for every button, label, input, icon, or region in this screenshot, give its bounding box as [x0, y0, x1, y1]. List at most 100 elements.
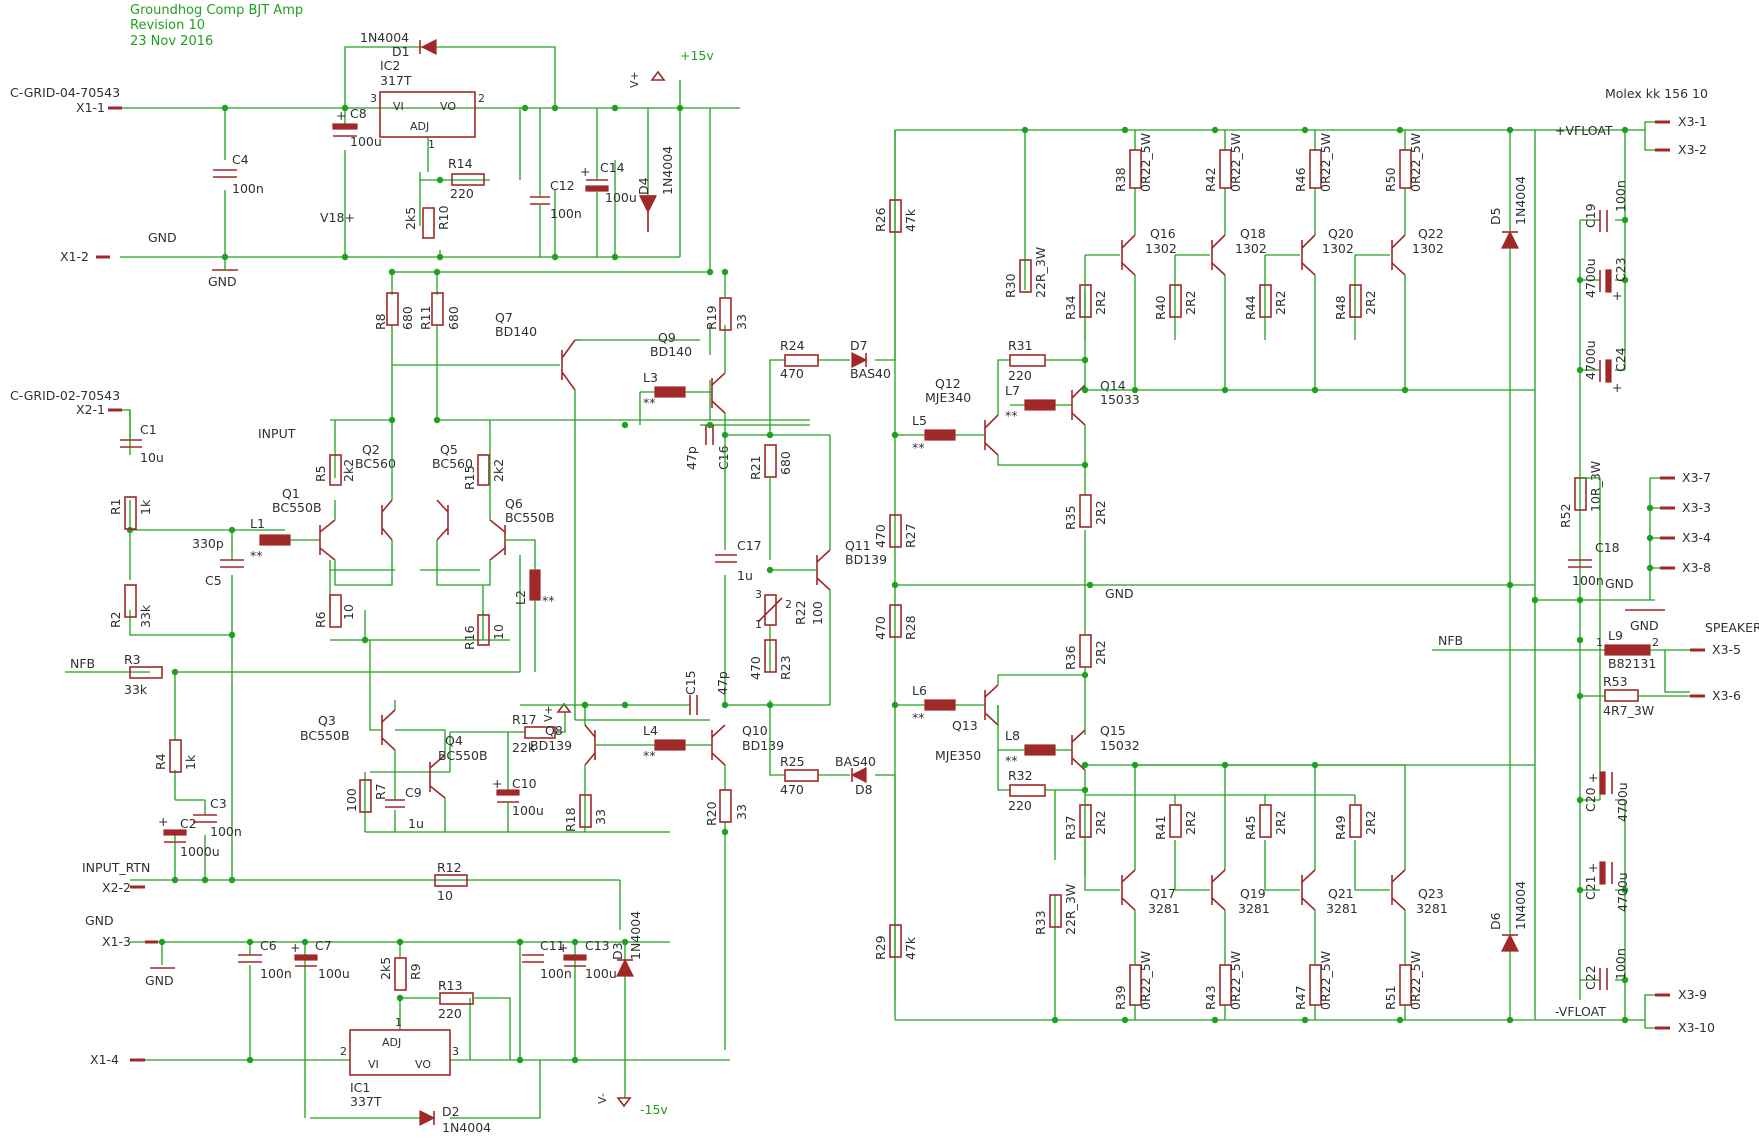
svg-text:100n: 100n	[210, 824, 242, 839]
svg-text:BD139: BD139	[742, 738, 784, 753]
resistor-r36: R36 2R2	[1063, 634, 1108, 670]
svg-text:BD139: BD139	[530, 738, 572, 753]
svg-text:R7: R7	[373, 783, 388, 800]
resistor-r32: R32 220	[1008, 768, 1046, 813]
svg-text:C9: C9	[405, 785, 422, 800]
svg-text:3: 3	[452, 1045, 459, 1058]
svg-text:R50: R50	[1383, 167, 1398, 192]
svg-text:R51: R51	[1383, 985, 1398, 1010]
svg-text:BAS40: BAS40	[850, 366, 891, 381]
regulator-ic2: VI VO ADJ 3 2 1 IC2 317T	[370, 58, 485, 172]
svg-text:3: 3	[370, 92, 377, 105]
svg-text:0R22_5W: 0R22_5W	[1228, 951, 1243, 1010]
vplus-label-1: V+	[628, 71, 641, 88]
capacitor-c3: C3 100n	[193, 796, 242, 839]
svg-text:D2: D2	[442, 1104, 460, 1119]
capacitor-c14: + C14 100u	[580, 108, 637, 257]
svg-text:+: +	[580, 164, 590, 179]
svg-text:+: +	[1612, 288, 1622, 303]
resistor-r23: 470 R23	[748, 639, 793, 680]
svg-text:2k5: 2k5	[378, 957, 393, 980]
svg-text:C12: C12	[550, 178, 575, 193]
capacitor-c12: C12 100n	[530, 108, 582, 257]
svg-text:220: 220	[1008, 368, 1032, 383]
svg-text:Q17: Q17	[1150, 886, 1176, 901]
regulator-ic1: ADJ VI VO 1 2 3 IC1 337T	[340, 1016, 459, 1109]
svg-text:R20: R20	[704, 801, 719, 826]
svg-text:BC550B: BC550B	[272, 500, 322, 515]
diode-d1: 1N4004 D1	[360, 30, 437, 59]
x3-6-label: X3-6	[1712, 688, 1741, 703]
svg-text:C8: C8	[350, 106, 367, 121]
svg-text:BC550B: BC550B	[505, 510, 555, 525]
gnd-label-2: GND	[85, 913, 114, 928]
resistor-r42: R42 0R22_5W	[1203, 133, 1243, 192]
svg-text:100n: 100n	[232, 181, 264, 196]
transistor-q20: Q20 1302	[1301, 226, 1354, 276]
vfloat-neg-label: -VFLOAT	[1555, 1004, 1606, 1019]
resistor-r28: 470 R28	[873, 604, 918, 640]
capacitor-c22: C22 100n	[1583, 948, 1628, 990]
svg-text:D1: D1	[392, 44, 410, 59]
svg-text:VI: VI	[368, 1058, 379, 1071]
svg-text:1N4004: 1N4004	[1513, 881, 1528, 930]
positive-regulator-section: C-GRID-04-70543 X1-1 X1-2 GND GND C4 100…	[10, 30, 740, 289]
diode-d2: D2 1N4004	[419, 1104, 491, 1135]
resistor-r19: R19 33	[704, 297, 749, 331]
resistor-r50: R50 0R22_5W	[1383, 133, 1423, 192]
resistor-r26: R26 47k	[873, 199, 918, 233]
resistor-r30: R30 22R_3W	[1003, 247, 1048, 298]
svg-text:MJE340: MJE340	[925, 390, 971, 405]
title-block: Groundhog Comp BJT Amp Revision 10 23 No…	[130, 3, 303, 49]
x3-3-label: X3-3	[1682, 500, 1711, 515]
svg-text:MJE350: MJE350	[935, 748, 981, 763]
transistor-q1: Q1 BC550B	[272, 486, 336, 561]
svg-text:R39: R39	[1113, 985, 1128, 1010]
svg-text:Q15: Q15	[1100, 723, 1126, 738]
svg-text:33: 33	[734, 804, 749, 820]
svg-text:R12: R12	[437, 860, 462, 875]
transistor-q15: Q15 15032	[1071, 723, 1140, 771]
svg-text:1N4004: 1N4004	[360, 30, 409, 45]
capacitor-c8: + C8 100u	[332, 106, 382, 149]
vminus-label: V-	[596, 1093, 609, 1104]
svg-text:2: 2	[478, 92, 485, 105]
svg-text:1000u: 1000u	[180, 844, 220, 859]
resistor-r12: R12 10	[434, 860, 468, 903]
svg-text:R11: R11	[418, 305, 433, 330]
svg-text:4700u: 4700u	[1583, 258, 1598, 298]
svg-text:C7: C7	[315, 938, 332, 953]
svg-text:100u: 100u	[318, 966, 350, 981]
svg-text:**: **	[643, 748, 656, 763]
svg-text:R52: R52	[1558, 503, 1573, 528]
svg-text:100n: 100n	[1572, 573, 1604, 588]
svg-text:220: 220	[438, 1006, 462, 1021]
nfb-label-2: NFB	[1438, 633, 1463, 648]
svg-text:R23: R23	[778, 655, 793, 680]
svg-text:2R2: 2R2	[1093, 290, 1108, 315]
svg-text:33: 33	[734, 314, 749, 330]
inductor-l8: L8 **	[1005, 728, 1056, 768]
rail-capacitors-and-output: Molex kk 156 10 X3-1 X3-2 C19 100n + 470…	[1432, 86, 1759, 1035]
svg-text:R36: R36	[1063, 645, 1078, 670]
svg-text:100: 100	[344, 788, 359, 812]
svg-text:Q4: Q4	[445, 733, 463, 748]
svg-text:C18: C18	[1595, 540, 1620, 555]
svg-text:+: +	[1588, 860, 1598, 875]
capacitor-c24: + 4700u C24	[1583, 340, 1628, 395]
svg-text:33k: 33k	[124, 682, 148, 697]
svg-text:BC560: BC560	[432, 456, 473, 471]
capacitor-c7: + C7 100u	[290, 938, 350, 981]
svg-text:C6: C6	[260, 938, 277, 953]
svg-text:1: 1	[755, 618, 762, 631]
svg-text:100n: 100n	[1613, 180, 1628, 212]
svg-text:22R_3W: 22R_3W	[1033, 247, 1048, 298]
svg-text:470: 470	[780, 366, 804, 381]
svg-text:2R2: 2R2	[1363, 810, 1378, 835]
capacitor-c17: C17 1u	[715, 538, 762, 583]
svg-text:2: 2	[785, 598, 792, 611]
x3-1-label: X3-1	[1678, 114, 1707, 129]
transistor-q7: Q7 BD140	[495, 310, 580, 391]
svg-text:Q8: Q8	[545, 723, 563, 738]
svg-text:15033: 15033	[1100, 392, 1140, 407]
